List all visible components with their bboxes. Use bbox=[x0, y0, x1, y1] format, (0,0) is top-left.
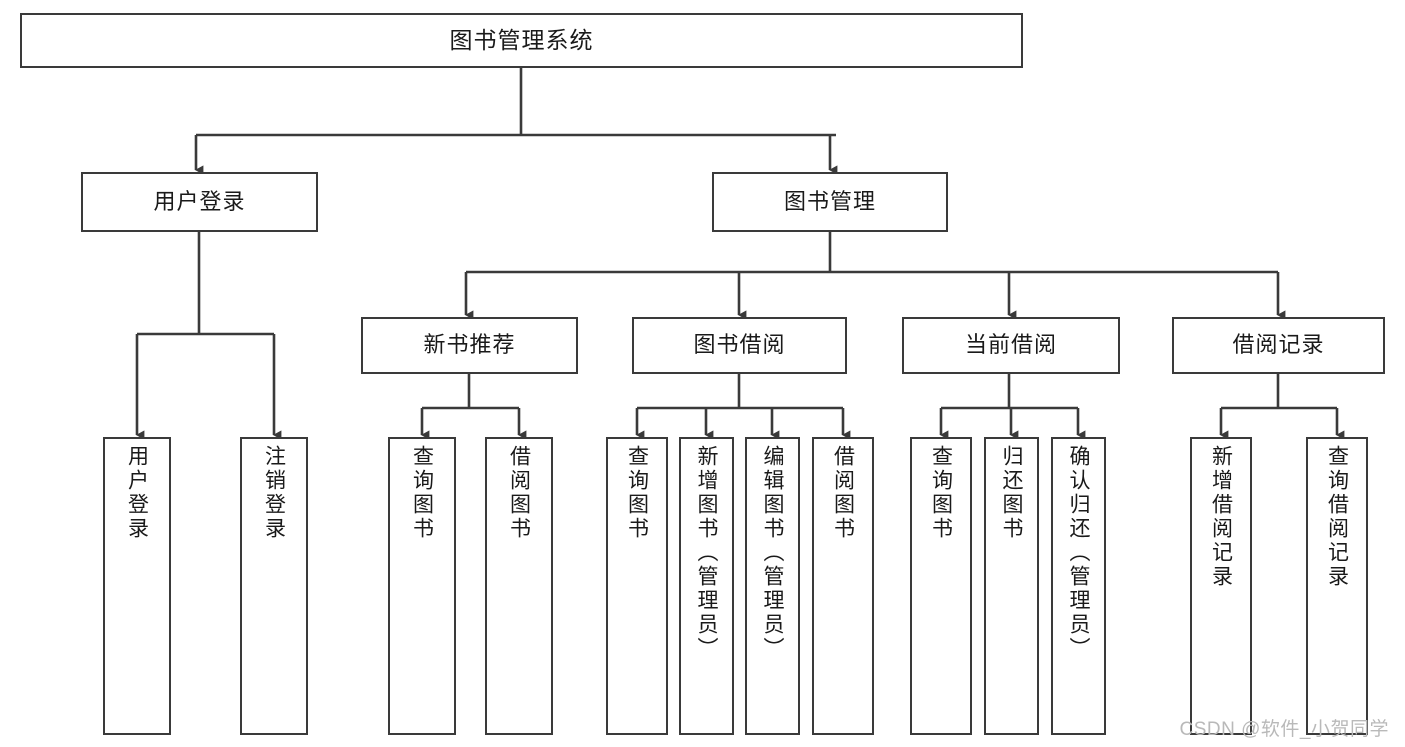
node-label: 查询图书 bbox=[410, 445, 434, 541]
node-label: 图书管理系统 bbox=[449, 26, 594, 53]
leaf-query-book-new[interactable]: 查询图书 bbox=[388, 437, 456, 735]
node-label: 查询图书 bbox=[625, 445, 649, 541]
leaf-confirm-return[interactable]: 确认归还（管理员） bbox=[1051, 437, 1106, 735]
node-label: 注销登录 bbox=[262, 445, 286, 541]
leaf-query-record[interactable]: 查询借阅记录 bbox=[1306, 437, 1368, 735]
node-label: 用户登录 bbox=[125, 445, 149, 541]
leaf-query-book-borrow[interactable]: 查询图书 bbox=[606, 437, 668, 735]
node-label: 图书管理 bbox=[783, 188, 876, 214]
leaf-borrow-book[interactable]: 借阅图书 bbox=[812, 437, 874, 735]
watermark-text: CSDN @软件_小贺同学 bbox=[1179, 719, 1389, 740]
node-user-login[interactable]: 用户登录 bbox=[81, 172, 318, 232]
node-label: 借阅图书 bbox=[507, 445, 531, 541]
node-label: 借阅图书 bbox=[831, 445, 855, 541]
node-root-system[interactable]: 图书管理系统 bbox=[20, 13, 1023, 68]
node-borrow-records[interactable]: 借阅记录 bbox=[1172, 317, 1385, 374]
node-new-book-recommend[interactable]: 新书推荐 bbox=[361, 317, 578, 374]
node-label: 归还图书 bbox=[1000, 445, 1023, 541]
node-label: 新增借阅记录 bbox=[1209, 445, 1233, 589]
leaf-query-book-current[interactable]: 查询图书 bbox=[910, 437, 972, 735]
leaf-return-book[interactable]: 归还图书 bbox=[984, 437, 1039, 735]
node-book-borrow[interactable]: 图书借阅 bbox=[632, 317, 847, 374]
leaf-user-logout[interactable]: 注销登录 bbox=[240, 437, 308, 735]
node-label: 借阅记录 bbox=[1232, 332, 1325, 358]
node-label: 图书借阅 bbox=[693, 332, 786, 358]
node-label: 查询图书 bbox=[929, 445, 953, 541]
leaf-add-record[interactable]: 新增借阅记录 bbox=[1190, 437, 1252, 735]
leaf-edit-book[interactable]: 编辑图书（管理员） bbox=[745, 437, 800, 735]
node-book-management[interactable]: 图书管理 bbox=[712, 172, 948, 232]
leaf-borrow-book-new[interactable]: 借阅图书 bbox=[485, 437, 553, 735]
node-current-borrow[interactable]: 当前借阅 bbox=[902, 317, 1120, 374]
node-label: 用户登录 bbox=[153, 188, 246, 214]
node-label: 查询借阅记录 bbox=[1325, 445, 1349, 589]
node-label: 当前借阅 bbox=[964, 332, 1057, 358]
node-label: 新书推荐 bbox=[423, 332, 516, 358]
leaf-user-login[interactable]: 用户登录 bbox=[103, 437, 171, 735]
node-label: 确认归还（管理员） bbox=[1067, 445, 1090, 661]
node-label: 编辑图书（管理员） bbox=[761, 445, 784, 661]
node-label: 新增图书（管理员） bbox=[695, 445, 718, 661]
leaf-add-book[interactable]: 新增图书（管理员） bbox=[679, 437, 734, 735]
